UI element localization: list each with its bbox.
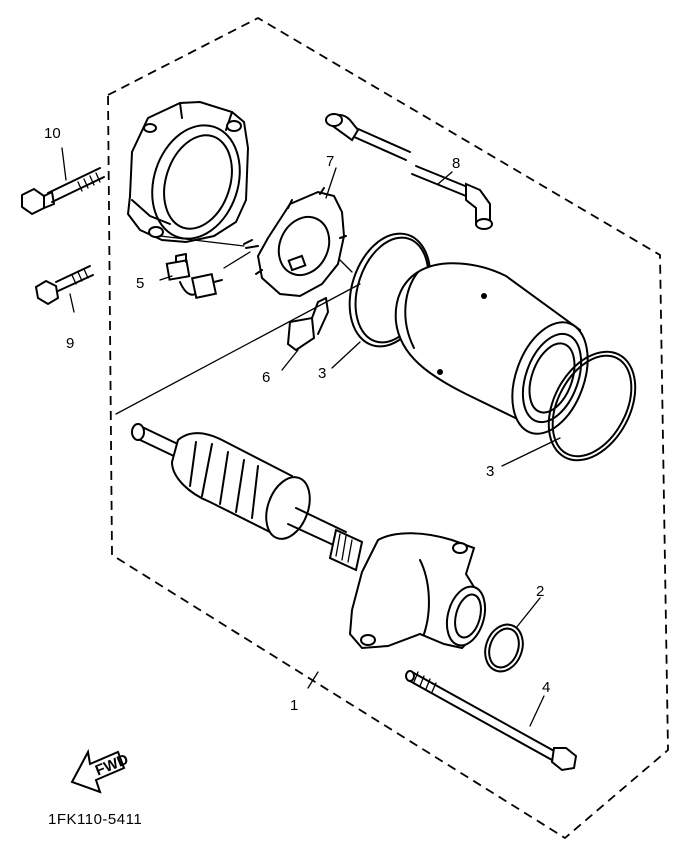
part-2-o-ring [484,623,524,673]
part-10-bolt [21,167,105,216]
yoke-housing [394,262,589,435]
callout-1: 1 [290,697,298,714]
callout-9: 9 [66,335,74,352]
callout-4: 4 [542,679,550,696]
fwd-arrow-icon: FWD [70,748,131,794]
part-9-bolt [34,265,94,306]
rear-end-cover [126,100,250,244]
part-8-leads [325,113,493,230]
callout-6: 6 [262,369,270,386]
assembly-boundary [107,16,669,840]
callout-10: 10 [44,125,61,142]
part-3-o-ring-right [547,350,637,462]
part-5-brush-holder [165,253,223,300]
armature [131,423,364,572]
part-6-brush [286,297,329,352]
callout-7: 7 [326,153,334,170]
callout-2: 2 [536,583,544,600]
callout-3a: 3 [318,365,326,382]
front-cover [348,532,487,650]
fwd-label: FWD [93,751,131,780]
callout-5: 5 [136,275,144,292]
part-4-through-bolt [405,670,578,772]
drawing-code: 1FK110-5411 [48,811,143,828]
callout-3b: 3 [486,463,494,480]
part-7-brush-plate [243,187,347,298]
callout-8: 8 [452,155,460,172]
leader-lines [61,147,561,727]
